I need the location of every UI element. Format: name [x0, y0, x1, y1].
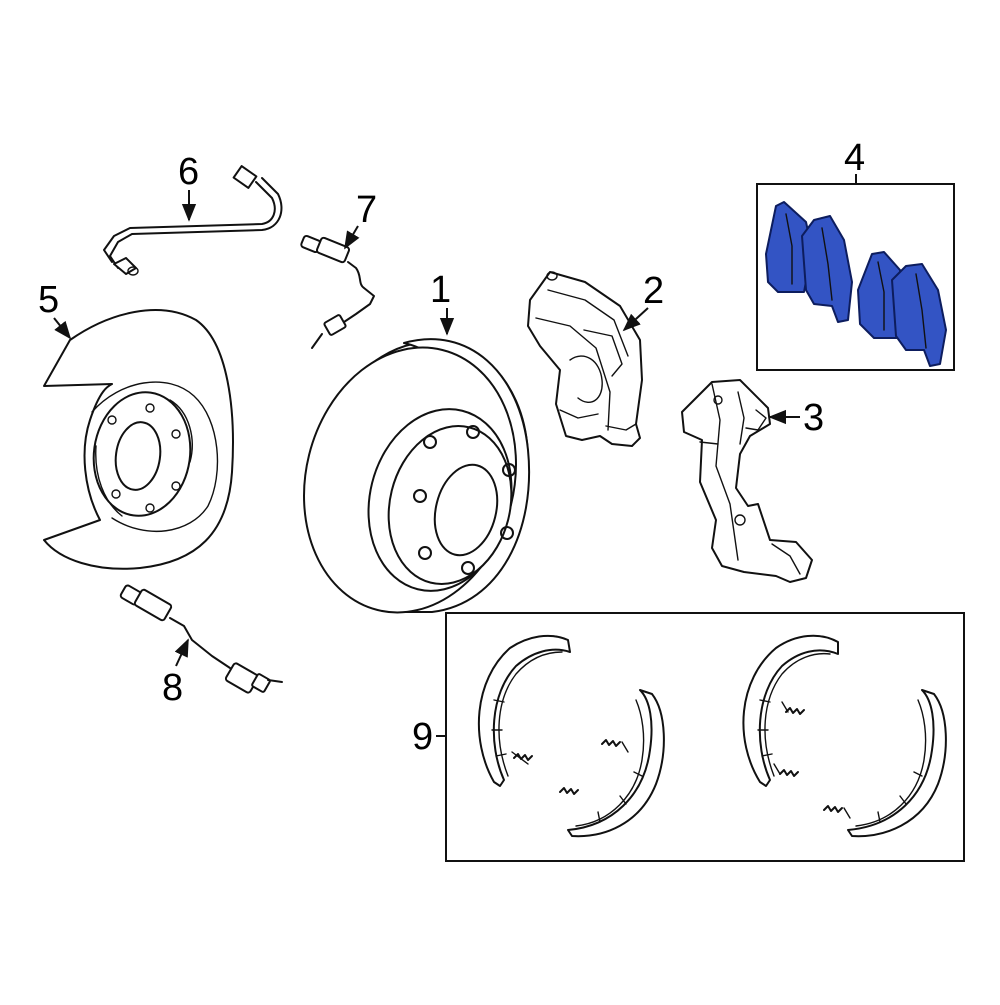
callout-8: 8 [162, 638, 189, 709]
parking-brake-shoe-set-left[interactable] [477, 634, 665, 838]
parking-brake-shoe-set-right[interactable] [742, 634, 947, 838]
callout-9: 9 [412, 716, 446, 758]
callout-3: 3 [768, 397, 824, 439]
callout-2: 2 [622, 270, 664, 332]
callout-label-6: 6 [178, 151, 199, 193]
spring-right-1[interactable] [781, 701, 805, 715]
spring-right-3[interactable] [823, 805, 851, 819]
brake-pad-right-pair[interactable] [857, 251, 947, 367]
brake-shoe-upper-left[interactable] [477, 634, 571, 787]
spring-left-3[interactable] [559, 787, 579, 795]
spring-left-2[interactable] [601, 739, 629, 753]
callout-label-5: 5 [38, 279, 59, 321]
callout-label-4: 4 [844, 137, 865, 179]
brake-shoe-lower-right[interactable] [847, 689, 947, 838]
brake-shoe-lower-left[interactable] [567, 689, 665, 838]
brake-pad-set-box [756, 183, 955, 371]
dust-shield[interactable] [43, 309, 234, 570]
brake-pad-4[interactable] [891, 263, 947, 367]
callout-label-1: 1 [430, 269, 451, 311]
spring-left-1[interactable] [511, 751, 533, 765]
brake-rotor[interactable] [277, 318, 556, 635]
brake-pad-2[interactable] [801, 215, 853, 323]
callout-arrow-5 [53, 317, 72, 340]
callout-label-2: 2 [643, 270, 664, 312]
callout-arrow-2 [622, 307, 649, 332]
wear-sensor-upper[interactable] [300, 234, 375, 349]
callout-label-3: 3 [803, 397, 824, 439]
callout-5: 5 [38, 279, 72, 340]
brake-caliper[interactable] [527, 271, 643, 447]
brake-pad-left-pair[interactable] [765, 201, 853, 323]
callout-7: 7 [344, 189, 377, 250]
brake-shoe-upper-right[interactable] [742, 634, 839, 787]
callout-6: 6 [178, 151, 199, 222]
callout-label-7: 7 [356, 189, 377, 231]
callout-label-8: 8 [162, 667, 183, 709]
caliper-bracket[interactable] [681, 379, 813, 583]
brake-pad-set[interactable] [765, 201, 947, 367]
callout-arrow-8 [174, 638, 189, 667]
parking-brake-shoe-box [445, 612, 965, 862]
spring-right-2[interactable] [773, 763, 799, 777]
callout-4: 4 [844, 137, 865, 184]
brake-line[interactable] [103, 165, 283, 276]
callout-label-9: 9 [412, 716, 433, 758]
callout-1: 1 [430, 269, 455, 336]
callout-arrow-7 [344, 225, 360, 250]
wear-sensor-lower[interactable] [119, 584, 283, 694]
